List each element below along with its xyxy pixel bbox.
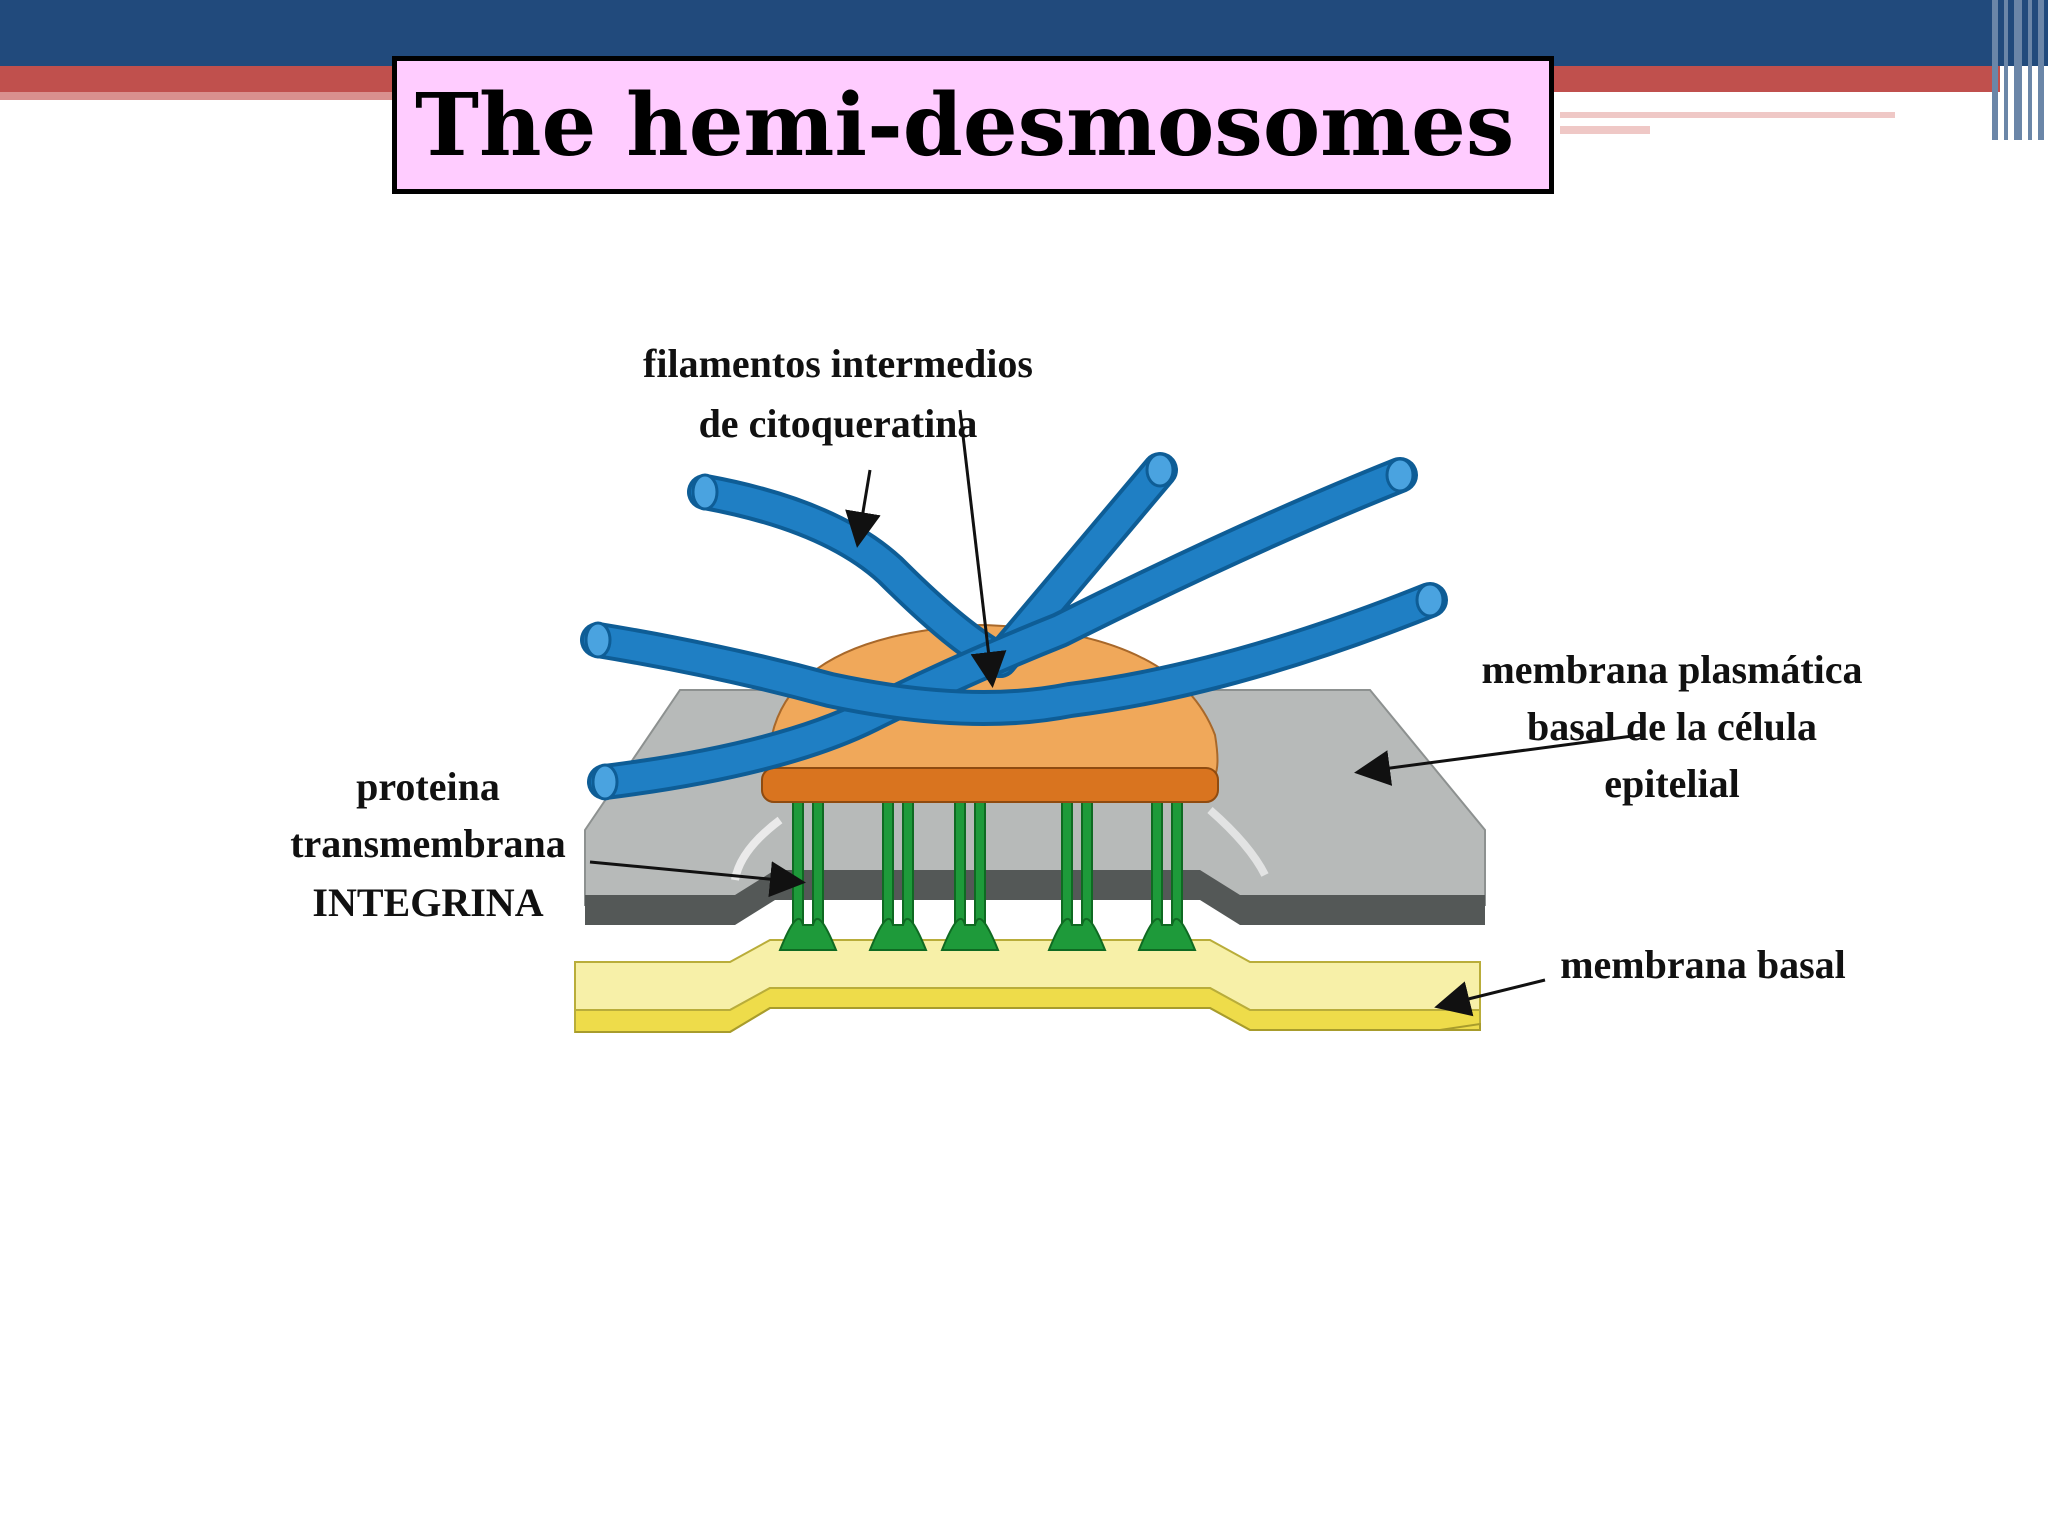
- pointer-filament-left: [845, 469, 881, 548]
- label-filaments-line2: de citoqueratina: [699, 401, 978, 446]
- pointer-filament-right: [958, 409, 1007, 688]
- label-protein-line2: transmembrana: [290, 821, 566, 866]
- label-membrane-plasma-line2: basal de la célula: [1527, 704, 1817, 749]
- label-protein-line1: proteina: [356, 764, 500, 809]
- header-band: [0, 0, 2048, 66]
- pointer-basal-membrane: [1434, 978, 1546, 1017]
- header-edge-bars: [1988, 0, 2048, 140]
- pointer-lines: [589, 409, 1641, 1017]
- basal-membrane-layer: [574, 939, 1481, 1033]
- label-filaments-line1: filamentos intermedios: [643, 341, 1033, 386]
- label-protein-line3: INTEGRINA: [312, 880, 543, 925]
- label-membrane-plasma-line1: membrana plasmática: [1481, 647, 1862, 692]
- label-basal-membrane: membrana basal: [1560, 942, 1846, 987]
- pointer-membrane-plasma: [1354, 733, 1641, 786]
- title-box: The hemi-desmosomes: [392, 56, 1554, 194]
- header-accent-line-short: [1560, 126, 1650, 134]
- header-accent-line: [1560, 112, 1895, 118]
- label-membrane-plasma-line3: epitelial: [1604, 761, 1740, 806]
- header-accent-stripe-light: [0, 92, 400, 100]
- page-title: The hemi-desmosomes: [415, 75, 1515, 176]
- pointer-integrin: [589, 860, 806, 898]
